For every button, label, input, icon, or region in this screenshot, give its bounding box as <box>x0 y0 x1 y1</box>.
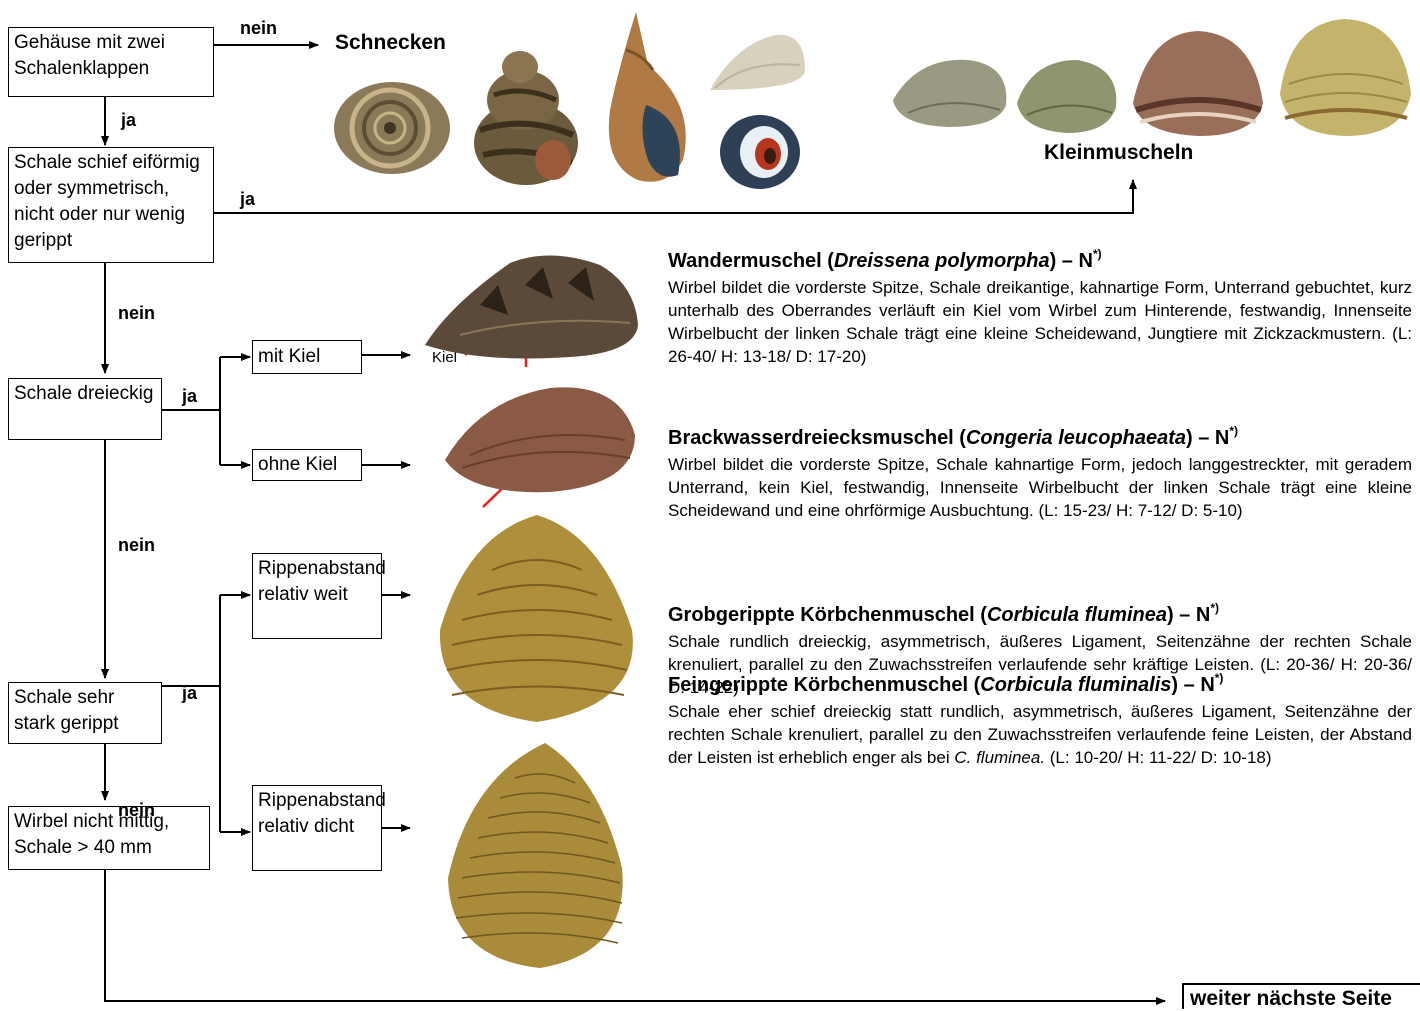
node-rippen-dicht: Rippenabstand relativ dicht <box>252 785 382 871</box>
species-description: Wirbel bildet die vorderste Spitze, Scha… <box>668 453 1412 522</box>
node-ohne-kiel: ohne Kiel <box>252 449 362 481</box>
node-schale-schief: Schale schief eiförmig oder symmetrisch,… <box>8 147 214 263</box>
clam-kleinmuschel-2-image <box>1012 55 1122 135</box>
clam-kleinmuschel-3-image <box>1128 28 1268 138</box>
caption-kleinmuscheln: Kleinmuscheln <box>1044 141 1193 165</box>
species-dreissena: Wandermuschel (Dreissena polymorpha) – N… <box>668 248 1412 368</box>
snail-theodoxus-image <box>718 112 803 192</box>
species-title: Wandermuschel (Dreissena polymorpha) – N… <box>668 248 1412 274</box>
edge-label-ja: ja <box>121 110 136 131</box>
node-schale-gerippt: Schale sehr stark gerippt <box>8 682 162 744</box>
edge-label-nein: nein <box>118 303 155 324</box>
edge-label-nein: nein <box>118 800 155 821</box>
node-mit-kiel: mit Kiel <box>252 340 362 374</box>
caption-weiter-naechste-seite: weiter nächste Seite <box>1190 987 1392 1011</box>
node-wirbel-nicht-mittig: Wirbel nicht mittig, Schale > 40 mm <box>8 806 210 870</box>
species-description: Schale eher schief dreieckig statt rundl… <box>668 700 1412 769</box>
node-zwei-schalenklappen: Gehäuse mit zwei Schalenklappen <box>8 27 214 97</box>
species-title: Grobgerippte Körbchenmuschel (Corbicula … <box>668 602 1412 628</box>
snail-viviparus-image <box>468 45 583 190</box>
edge-label-nein: nein <box>240 18 277 39</box>
mussel-corbicula-fluminea-image <box>432 510 642 725</box>
mussel-corbicula-fluminalis-image <box>440 738 630 973</box>
node-rippen-weit: Rippenabstand relativ weit <box>252 553 382 639</box>
species-congeria: Brackwasserdreiecksmuschel (Congeria leu… <box>668 425 1412 522</box>
clam-kleinmuschel-1-image <box>888 55 1013 130</box>
edge-label-ja: ja <box>182 386 197 407</box>
species-description: Wirbel bildet die vorderste Spitze, Scha… <box>668 276 1412 368</box>
snail-planorbis-image <box>330 78 455 178</box>
mussel-dreissena-image <box>420 245 645 365</box>
edge-label-ja: ja <box>240 189 255 210</box>
node-schale-dreieckig: Schale dreieckig <box>8 378 162 440</box>
species-title: Brackwasserdreiecksmuschel (Congeria leu… <box>668 425 1412 451</box>
edge-label-nein: nein <box>118 535 155 556</box>
edge-label-ja: ja <box>182 683 197 704</box>
snail-lymnaea-image <box>598 10 703 190</box>
clam-kleinmuschel-4-image <box>1275 14 1415 139</box>
mussel-congeria-image <box>440 380 640 500</box>
species-title: Feingerippte Körbchenmuschel (Corbicula … <box>668 672 1412 698</box>
caption-schnecken: Schnecken <box>335 31 446 55</box>
species-corbicula-fluminalis: Feingerippte Körbchenmuschel (Corbicula … <box>668 672 1412 769</box>
snail-limpet-image <box>705 30 810 95</box>
